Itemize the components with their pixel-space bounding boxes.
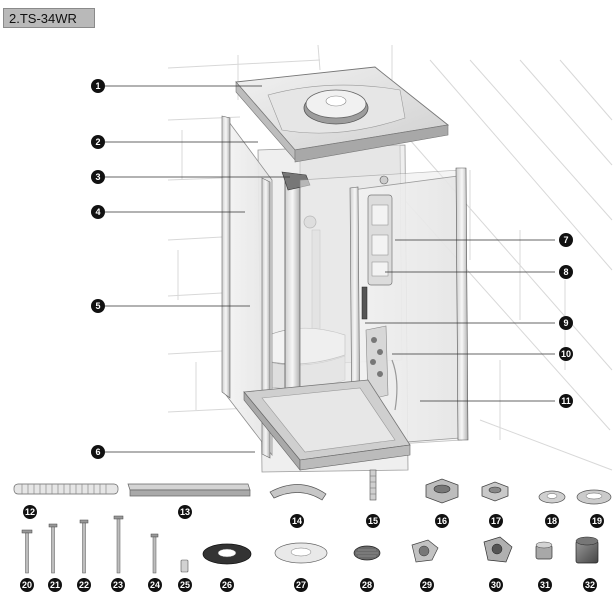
callout-3: 3: [91, 170, 105, 184]
part-label-17-text: 17: [491, 516, 501, 526]
callout-10: 10: [559, 347, 573, 361]
part-label-31-text: 31: [540, 580, 550, 590]
part-label-24: 24: [148, 578, 162, 592]
callout-1-label: 1: [95, 81, 100, 91]
part-label-23-text: 23: [113, 580, 123, 590]
part-label-22-text: 22: [79, 580, 89, 590]
callout-2: 2: [91, 135, 105, 149]
part-31-small-cap: [535, 541, 553, 560]
part-label-21-text: 21: [50, 580, 60, 590]
roof-top: [235, 66, 450, 163]
part-label-12-text: 12: [25, 507, 35, 517]
callout-9: 9: [559, 316, 573, 330]
callout-9-label: 9: [563, 318, 568, 328]
callout-6-label: 6: [95, 447, 100, 457]
part-label-14: 14: [290, 514, 304, 528]
part-22-screw: [79, 519, 89, 574]
callout-5: 5: [91, 299, 105, 313]
part-label-20: 20: [20, 578, 34, 592]
callout-2-label: 2: [95, 137, 100, 147]
part-27-flange-ring: [274, 542, 328, 564]
part-29-tap-fitting: [411, 539, 439, 563]
part-18-washer: [538, 490, 566, 504]
part-label-31: 31: [538, 578, 552, 592]
part-label-18-text: 18: [547, 516, 557, 526]
part-label-16-text: 16: [437, 516, 447, 526]
part-label-14-text: 14: [292, 516, 302, 526]
part-label-28: 28: [360, 578, 374, 592]
callout-4-label: 4: [95, 207, 100, 217]
part-label-25-text: 25: [180, 580, 190, 590]
part-label-19: 19: [590, 514, 604, 528]
part-label-16: 16: [435, 514, 449, 528]
part-label-12: 12: [23, 505, 37, 519]
callout-8-label: 8: [563, 267, 568, 277]
part-23-screw: [113, 515, 124, 574]
callout-10-label: 10: [561, 349, 571, 359]
callout-3-label: 3: [95, 172, 100, 182]
shower-tray: [243, 379, 411, 471]
leader-lines: [105, 85, 555, 453]
part-label-22: 22: [77, 578, 91, 592]
massage-jets: [365, 325, 398, 411]
part-label-26: 26: [220, 578, 234, 592]
control-panel: [367, 194, 393, 286]
callout-11: 11: [559, 394, 573, 408]
model-label: 2.TS-34WR: [3, 8, 95, 28]
part-15-threaded-rod: [369, 469, 377, 501]
part-28-drain-grate: [353, 545, 381, 561]
part-20-long-screw: [21, 529, 33, 574]
part-label-15: 15: [366, 514, 380, 528]
part-label-24-text: 24: [150, 580, 160, 590]
door-handle: [361, 286, 368, 320]
part-label-27: 27: [294, 578, 308, 592]
callout-7: 7: [559, 233, 573, 247]
part-30-valve-fitting: [483, 536, 513, 563]
part-label-30-text: 30: [491, 580, 501, 590]
part-label-32-text: 32: [585, 580, 595, 590]
part-label-18: 18: [545, 514, 559, 528]
part-label-28-text: 28: [362, 580, 372, 590]
part-19-washer: [576, 489, 612, 505]
callout-4: 4: [91, 205, 105, 219]
part-label-21: 21: [48, 578, 62, 592]
callout-6: 6: [91, 445, 105, 459]
part-32-end-cap: [575, 536, 599, 564]
part-label-19-text: 19: [592, 516, 602, 526]
part-label-17: 17: [489, 514, 503, 528]
part-14-curved-seal: [269, 484, 327, 501]
part-13-profile-strip: [127, 483, 251, 497]
part-25-plug: [180, 559, 189, 573]
part-label-13-text: 13: [180, 507, 190, 517]
part-21-screw: [48, 523, 58, 574]
part-label-30: 30: [489, 578, 503, 592]
part-26-rubber-gasket: [202, 543, 252, 565]
callout-1: 1: [91, 79, 105, 93]
part-label-27-text: 27: [296, 580, 306, 590]
part-label-15-text: 15: [368, 516, 378, 526]
part-17-small-nut: [481, 481, 509, 502]
left-side-glass: [221, 115, 273, 459]
part-label-26-text: 26: [222, 580, 232, 590]
callout-8: 8: [559, 265, 573, 279]
part-label-23: 23: [111, 578, 125, 592]
callout-7-label: 7: [563, 235, 568, 245]
part-label-13: 13: [178, 505, 192, 519]
part-label-29: 29: [420, 578, 434, 592]
part-label-20-text: 20: [22, 580, 32, 590]
part-16-hex-nut: [425, 478, 459, 504]
part-24-short-screw: [150, 533, 159, 574]
part-12-drain-hose: [13, 483, 119, 495]
callout-5-label: 5: [95, 301, 100, 311]
part-label-29-text: 29: [422, 580, 432, 590]
callout-11-label: 11: [561, 396, 571, 406]
part-label-25: 25: [178, 578, 192, 592]
part-label-32: 32: [583, 578, 597, 592]
